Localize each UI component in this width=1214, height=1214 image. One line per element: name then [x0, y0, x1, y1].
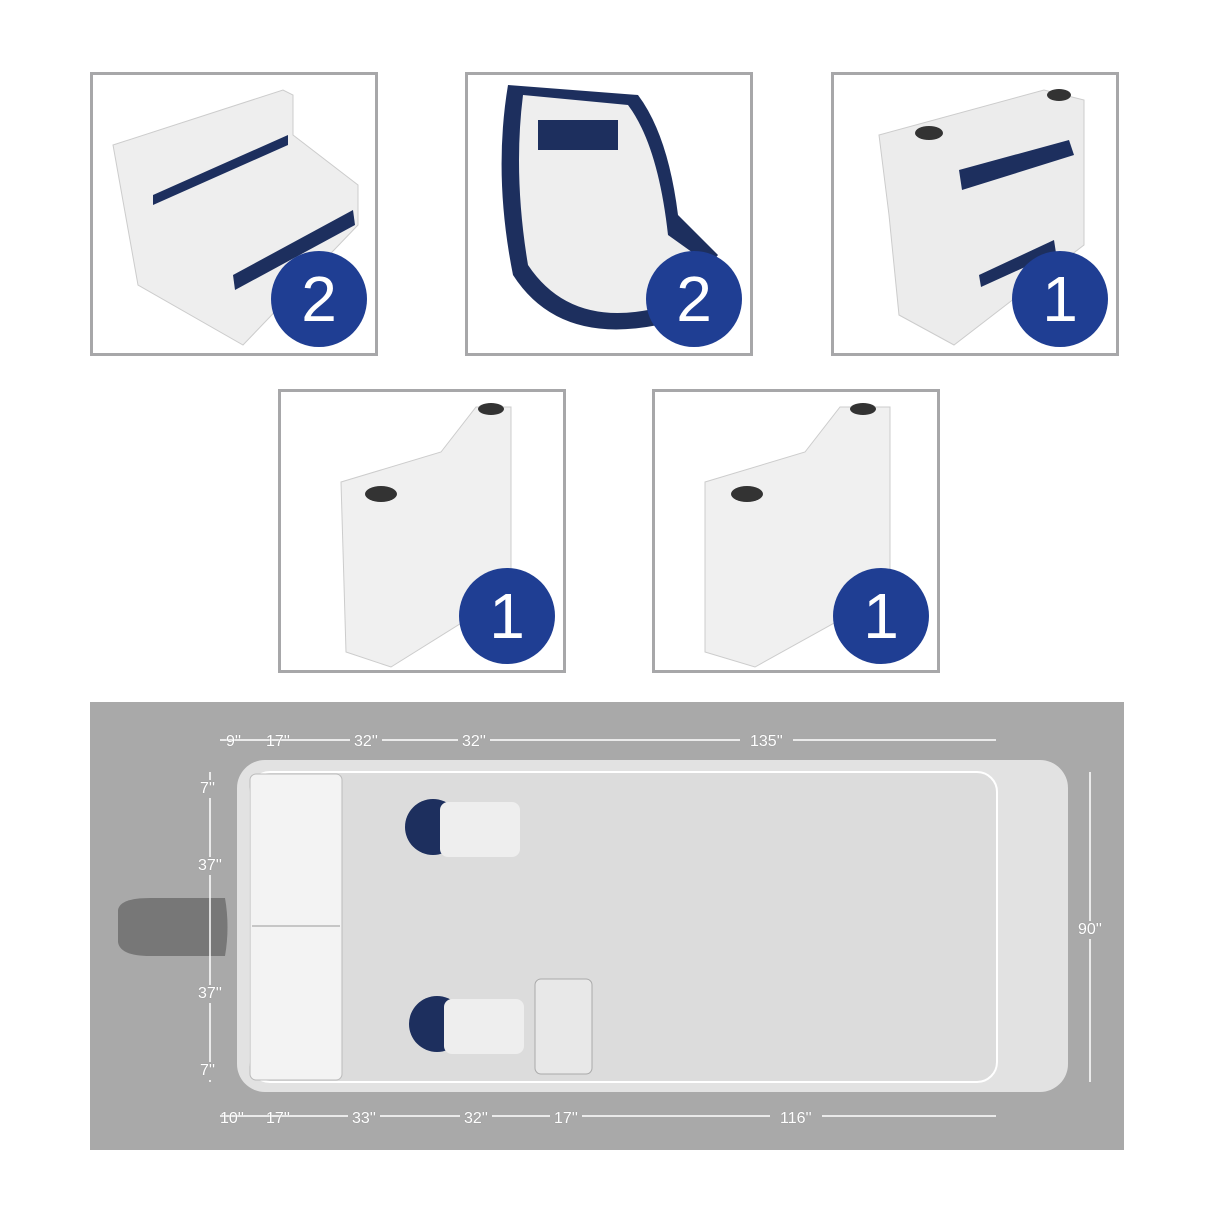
quantity-badge: 2 — [271, 251, 367, 347]
motor — [118, 898, 228, 956]
product-bench-seat: 2 — [90, 72, 378, 356]
deck-inner — [249, 771, 998, 1083]
product-captain-chair: 2 — [465, 72, 753, 356]
layout-drawing — [118, 739, 1091, 1117]
quantity-badge: 1 — [1012, 251, 1108, 347]
top-dim-3: 32'' — [350, 733, 382, 751]
top-dim-4: 32'' — [458, 733, 490, 751]
bottom-dim-4: 32'' — [460, 1110, 492, 1128]
left-dim-2: 37'' — [198, 857, 222, 875]
top-dim-2: 17'' — [266, 733, 290, 750]
product-armrest-left: 1 — [278, 389, 566, 673]
boat-layout-plan: 9'' 17'' 32'' 32'' 135'' 10'' 17'' 33'' … — [90, 702, 1124, 1150]
left-dim-3: 37'' — [198, 985, 222, 1003]
right-dim: 90'' — [1078, 921, 1102, 939]
top-dim-5: 135'' — [740, 733, 793, 751]
bottom-dim-5: 17'' — [550, 1110, 582, 1128]
left-dim-1: 7'' — [200, 780, 216, 798]
bottom-dim-6: 116'' — [770, 1110, 822, 1128]
quantity-badge: 2 — [646, 251, 742, 347]
quantity-badge: 1 — [833, 568, 929, 664]
left-dim-4: 7'' — [200, 1062, 216, 1080]
product-console: 1 — [831, 72, 1119, 356]
bottom-dim-2: 17'' — [266, 1110, 290, 1127]
bottom-dim-1: 10'' — [220, 1110, 244, 1127]
quantity-badge: 1 — [459, 568, 555, 664]
bench-plan — [249, 773, 343, 1081]
product-armrest-right: 1 — [652, 389, 940, 673]
console-plan — [534, 978, 593, 1075]
top-dim-1: 9'' — [226, 733, 242, 750]
bottom-dim-3: 33'' — [348, 1110, 380, 1128]
